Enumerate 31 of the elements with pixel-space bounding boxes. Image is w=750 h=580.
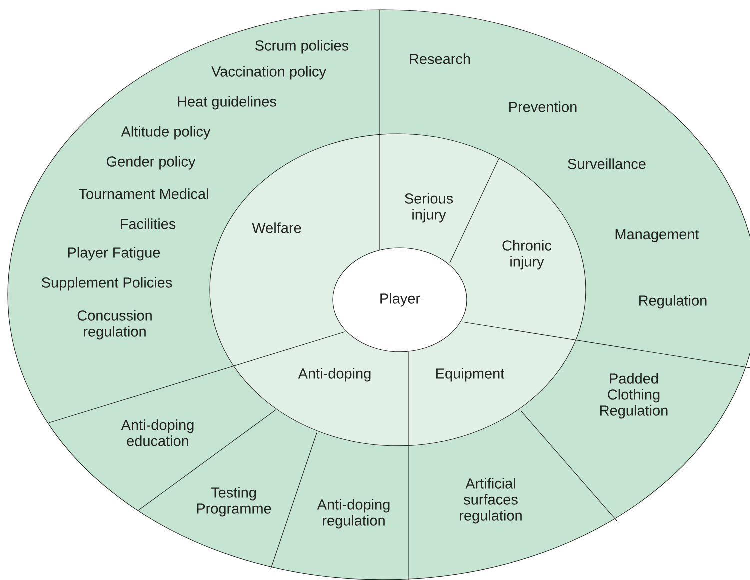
sector-label: Padded Clothing Regulation — [600, 373, 668, 419]
sector-label: Research — [410, 54, 470, 64]
sector-label: Equipment — [436, 368, 505, 382]
ring-sector — [272, 431, 409, 580]
ring-sector — [210, 134, 380, 366]
ring-sector — [380, 134, 500, 265]
sector-label: Chronic injury — [502, 240, 552, 270]
sector-label: Regulation — [640, 295, 707, 309]
sector-label: Welfare — [252, 222, 302, 234]
sector-label: Supplement Policies — [42, 277, 172, 291]
sector-label: Serious injury — [405, 193, 454, 223]
sector-label: Prevention — [510, 102, 577, 112]
sector-label: Gender policy — [107, 156, 196, 170]
sector-label: Vaccination policy — [212, 66, 326, 80]
sector-label: Concussion regulation — [78, 310, 152, 340]
sector-label: Management — [616, 230, 700, 242]
sector-label: Tournament Medical — [79, 188, 208, 200]
ring-sector — [380, 10, 750, 368]
sector-label: Testing Programme — [197, 487, 272, 517]
sector-label: Artificial surfaces regulation — [460, 478, 522, 524]
sector-label: Heat guidelines — [178, 96, 276, 110]
ring-sector — [409, 322, 576, 446]
sector-label: Player Fatigue — [68, 247, 160, 261]
sector-label: Anti-doping — [298, 368, 371, 382]
ring-sector — [234, 331, 409, 446]
sector-label: Surveillance — [568, 158, 646, 170]
sector-label: Facilities — [121, 218, 176, 230]
sector-label: Anti-doping regulation — [317, 499, 390, 529]
sector-label: Anti-doping education — [121, 420, 194, 446]
sector-label: Altitude policy — [121, 126, 211, 140]
sector-label: Scrum policies — [256, 40, 349, 54]
